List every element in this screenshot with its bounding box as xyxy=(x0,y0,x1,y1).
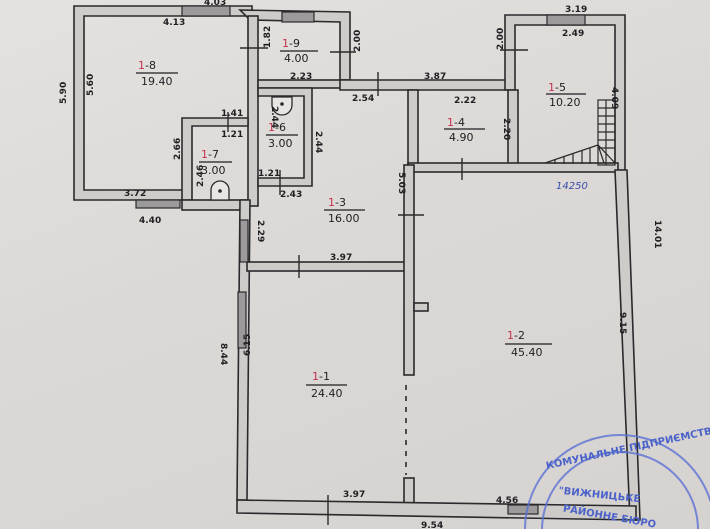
window-room-8-top xyxy=(181,5,231,17)
window-room-9-top xyxy=(281,11,315,23)
svg-text:4.13: 4.13 xyxy=(163,18,185,28)
wall-stub xyxy=(413,302,429,312)
svg-text:9.54: 9.54 xyxy=(421,521,443,529)
svg-text:5.60: 5.60 xyxy=(86,74,96,96)
svg-text:5.03: 5.03 xyxy=(396,172,406,194)
svg-text:1-2: 1-2 xyxy=(507,329,525,342)
svg-text:1-5: 1-5 xyxy=(548,81,566,94)
svg-text:1-4: 1-4 xyxy=(447,116,465,129)
svg-text:4.03: 4.03 xyxy=(204,0,226,8)
room-label-1-7: 1-7 3.00 xyxy=(199,148,232,177)
room-label-1-6: 1-6 3.00 xyxy=(266,121,298,150)
room-label-1-4: 1-4 4.90 xyxy=(444,116,485,144)
dimension-labels: 4.03 4.13 5.90 5.60 3.72 4.40 1.82 2.00 … xyxy=(59,0,662,529)
handwritten-note: 14250 xyxy=(556,181,588,192)
room-label-1-2: 1-2 45.40 xyxy=(505,329,552,359)
fixtures xyxy=(210,96,293,201)
svg-text:2.20: 2.20 xyxy=(501,118,511,140)
toilet-drain-icon xyxy=(280,102,284,106)
svg-text:5.90: 5.90 xyxy=(59,82,69,104)
svg-text:1.41: 1.41 xyxy=(221,109,243,119)
window-room-8-bottom xyxy=(135,199,181,209)
svg-text:4.90: 4.90 xyxy=(449,131,474,144)
svg-text:2.29: 2.29 xyxy=(255,220,265,242)
svg-text:3.87: 3.87 xyxy=(424,72,446,82)
room-label-1-1: 1-1 24.40 xyxy=(306,370,347,400)
svg-text:24.40: 24.40 xyxy=(311,387,343,400)
svg-text:10.20: 10.20 xyxy=(549,96,581,109)
svg-text:45.40: 45.40 xyxy=(511,346,543,359)
svg-text:19.40: 19.40 xyxy=(141,75,173,88)
svg-text:2.44: 2.44 xyxy=(269,106,279,128)
svg-text:1.82: 1.82 xyxy=(263,26,273,48)
svg-text:1-8: 1-8 xyxy=(138,59,156,72)
svg-text:4.00: 4.00 xyxy=(284,52,309,65)
room-label-1-9: 1-9 4.00 xyxy=(280,37,318,65)
svg-text:1.21: 1.21 xyxy=(221,130,243,140)
room-label-1-5: 1-5 10.20 xyxy=(546,81,586,109)
svg-text:4.09: 4.09 xyxy=(609,87,619,109)
room-labels: 1-8 19.40 1-9 4.00 1-5 10.20 1-4 4.90 1-… xyxy=(136,37,586,400)
staircase xyxy=(544,99,616,166)
wall-2-3-divider-upper xyxy=(403,164,415,376)
svg-text:4.40: 4.40 xyxy=(139,216,161,226)
wall-right-outer xyxy=(614,169,641,521)
svg-text:1-1: 1-1 xyxy=(312,370,330,383)
svg-text:2.00: 2.00 xyxy=(496,28,506,50)
window-room-5-top xyxy=(546,14,586,26)
door-ticks xyxy=(227,47,528,525)
svg-text:16.00: 16.00 xyxy=(328,212,360,225)
svg-text:3.97: 3.97 xyxy=(343,490,365,500)
svg-text:3.72: 3.72 xyxy=(124,189,146,199)
room-label-1-8: 1-8 19.40 xyxy=(136,59,178,88)
svg-text:3.19: 3.19 xyxy=(565,5,587,15)
svg-text:2.66: 2.66 xyxy=(173,138,183,160)
wall-8-9-divider xyxy=(247,15,259,207)
window-room-1-left xyxy=(237,291,247,349)
svg-text:9.15: 9.15 xyxy=(617,312,627,334)
svg-text:1.21: 1.21 xyxy=(258,169,280,179)
room-label-1-3: 1-3 16.00 xyxy=(324,196,365,225)
svg-text:8.44: 8.44 xyxy=(218,343,228,365)
svg-text:4.56: 4.56 xyxy=(496,496,518,506)
svg-text:1-3: 1-3 xyxy=(328,196,346,209)
svg-text:2.49: 2.49 xyxy=(562,29,584,39)
svg-text:3.97: 3.97 xyxy=(330,253,352,263)
wall-room-7-bottom xyxy=(181,199,249,211)
svg-text:6.15: 6.15 xyxy=(243,334,253,356)
toilet-drain-icon xyxy=(218,189,222,193)
svg-text:3.00: 3.00 xyxy=(268,137,293,150)
svg-text:1-7: 1-7 xyxy=(201,148,219,161)
wall-room-8-outer xyxy=(73,5,253,201)
wall-3-4-divider xyxy=(407,89,419,171)
svg-text:2.00: 2.00 xyxy=(353,30,363,52)
wall-room-4-bottom xyxy=(407,162,619,173)
svg-text:1-6: 1-6 xyxy=(268,121,286,134)
walls xyxy=(73,5,641,521)
svg-text:2.44: 2.44 xyxy=(313,131,323,153)
svg-text:2.46: 2.46 xyxy=(196,165,206,187)
wall-1-3-divider xyxy=(246,261,408,272)
window-room-2-bottom xyxy=(507,504,539,515)
svg-text:2.43: 2.43 xyxy=(280,190,302,200)
windows xyxy=(135,5,586,515)
svg-text:2.54: 2.54 xyxy=(352,94,374,104)
svg-text:3.00: 3.00 xyxy=(201,164,226,177)
toilet-icon xyxy=(271,96,293,116)
svg-text:2.22: 2.22 xyxy=(454,96,476,106)
svg-text:1-9: 1-9 xyxy=(282,37,300,50)
svg-text:2.23: 2.23 xyxy=(290,72,312,82)
window-room-3-left xyxy=(239,219,249,263)
wall-room-6 xyxy=(257,87,313,187)
svg-text:14.01: 14.01 xyxy=(652,220,662,248)
